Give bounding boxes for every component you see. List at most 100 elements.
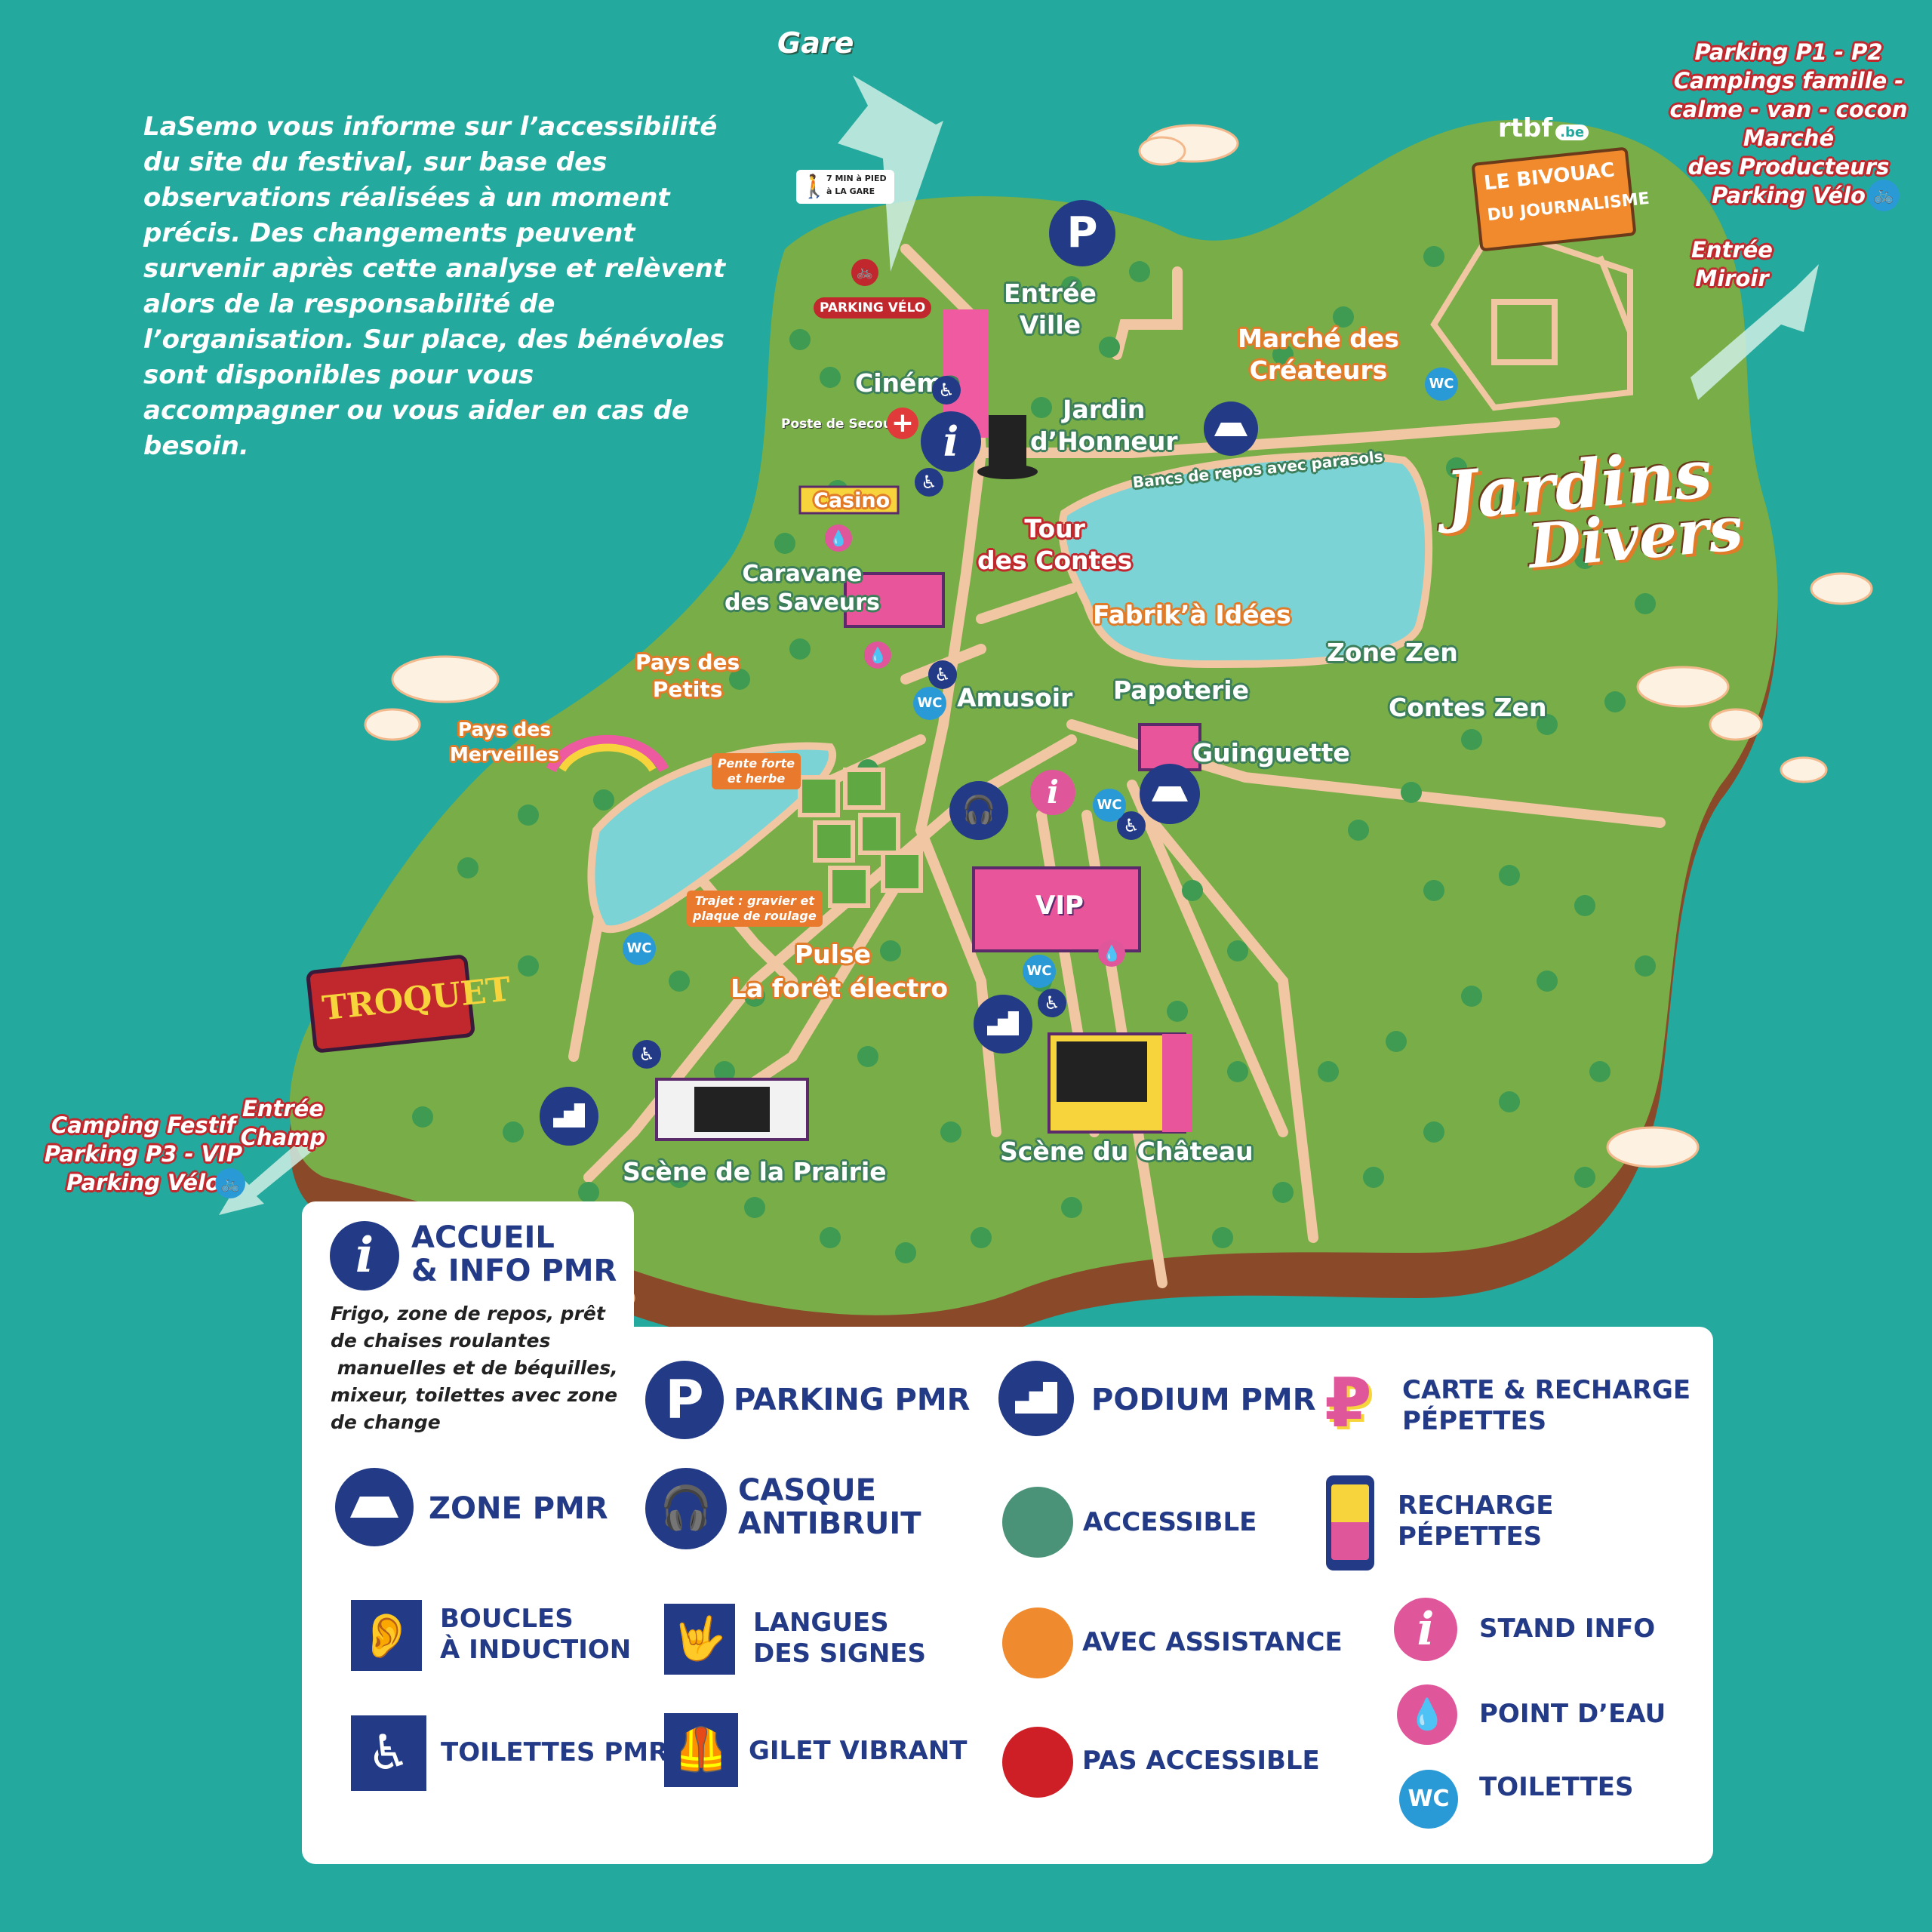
pas-accessible-dot	[1002, 1727, 1073, 1798]
label-line: Jardin	[1063, 395, 1146, 424]
trapezoid-icon	[350, 1497, 398, 1518]
label-pulse[interactable]: Pulse	[795, 940, 872, 969]
label-contes-zen[interactable]: Contes Zen	[1389, 693, 1547, 722]
label-line: des Contes	[977, 546, 1133, 575]
legend-line: ANTIBRUIT	[738, 1506, 921, 1541]
water-drop-icon: 💧	[1397, 1684, 1457, 1745]
podium-pmr-marker[interactable]	[974, 995, 1032, 1054]
accueil-info-icon: i	[330, 1221, 399, 1291]
stand-info-icon: i	[1394, 1598, 1457, 1661]
legend-accueil-title: ACCUEIL& INFO PMR	[411, 1221, 617, 1287]
label-poste-secours[interactable]: Poste de Secours	[781, 417, 906, 432]
toilettes-pmr-marker[interactable]: ♿	[632, 1040, 661, 1069]
legend-line: CASQUE	[738, 1473, 876, 1508]
accueil-pmr-marker[interactable]: i	[921, 411, 981, 472]
point-eau-marker[interactable]: 💧	[864, 641, 891, 669]
top-hat	[989, 415, 1026, 468]
legend-line: PÉPETTES	[1398, 1521, 1543, 1552]
label-line: Créateurs	[1249, 355, 1388, 385]
toilettes-marker[interactable]: WC	[1425, 368, 1458, 401]
toilettes-marker[interactable]: WC	[1023, 955, 1056, 988]
label-parking-velo[interactable]: PARKING VÉLO	[814, 297, 932, 318]
steps-icon	[1015, 1382, 1057, 1414]
toilettes-pmr-marker[interactable]: ♿	[915, 468, 943, 497]
zone-pmr-marker[interactable]	[1140, 764, 1200, 824]
pepettes-icon: ₽	[1324, 1364, 1372, 1443]
steps-icon	[987, 1011, 1019, 1035]
label-line: Pays des	[457, 718, 552, 740]
point-eau-marker[interactable]: 💧	[825, 525, 852, 552]
legend-line: RECHARGE	[1398, 1491, 1554, 1521]
legend-gilet: GILET VIBRANT	[749, 1736, 968, 1766]
label-foret-electro[interactable]: La forêt électro	[731, 974, 949, 1003]
exit-line: Entrée	[242, 1096, 324, 1121]
wheelchair-wc-icon: ♿	[351, 1715, 426, 1791]
label-zone-zen[interactable]: Zone Zen	[1327, 638, 1458, 667]
toilettes-marker[interactable]: WC	[913, 687, 946, 720]
headphones-icon: 🎧	[961, 795, 996, 826]
toilettes-pmr-marker[interactable]: ♿	[928, 660, 957, 689]
podium-pmr-icon	[998, 1361, 1074, 1436]
toilettes-marker[interactable]: WC	[1093, 789, 1126, 822]
pedestrian-icon: 🚶	[800, 174, 829, 200]
legend-zone-pmr: ZONE PMR	[429, 1491, 608, 1526]
casque-antibruit-marker[interactable]: 🎧	[949, 781, 1008, 840]
tag-line: et herbe	[727, 771, 786, 786]
exit-line: Marché	[1743, 125, 1835, 151]
casino-building	[798, 485, 900, 515]
label-amusoir[interactable]: Amusoir	[957, 683, 1073, 712]
exit-entree-champ: Entrée Champ	[238, 1094, 328, 1152]
legend-podium-pmr: PODIUM PMR	[1091, 1383, 1316, 1417]
label-papoterie[interactable]: Papoterie	[1113, 675, 1249, 705]
walk-note-line2: à LA GARE	[826, 186, 875, 196]
zone-pmr-marker[interactable]	[1204, 401, 1258, 456]
legend-stand-info: STAND INFO	[1479, 1614, 1656, 1644]
legend-toilettes-pmr: TOILETTES PMR	[441, 1737, 669, 1767]
toilettes-marker[interactable]: WC	[623, 932, 656, 965]
label-line: d’Honneur	[1030, 426, 1178, 456]
legend-accessible: ACCESSIBLE	[1083, 1507, 1257, 1537]
rtbf-suffix: .be	[1555, 125, 1589, 140]
label-casino[interactable]: Casino	[814, 489, 891, 512]
troquet-logo: TROQUET	[305, 954, 512, 1054]
toilettes-pmr-marker[interactable]: ♿	[932, 376, 961, 405]
legend-avec-assistance: AVEC ASSISTANCE	[1082, 1627, 1343, 1657]
label-vip[interactable]: VIP	[1035, 891, 1084, 921]
legend-line: DES SIGNES	[753, 1638, 926, 1669]
bicycle-icon: 🚲	[1868, 180, 1900, 211]
phone-recharge-icon	[1326, 1475, 1374, 1571]
food-truck	[844, 572, 945, 628]
podium-pmr-marker[interactable]	[540, 1087, 598, 1146]
stand-info-marker[interactable]: i	[1030, 770, 1075, 815]
parking-pmr-marker[interactable]: P	[1049, 200, 1115, 266]
sign-language-icon: 🤟	[664, 1604, 735, 1675]
exit-bottom-left-labels: Camping Festif Parking P3 - VIP Parking …	[42, 1111, 245, 1197]
label-guinguette[interactable]: Guinguette	[1192, 738, 1350, 768]
desc-line: de chaises roulantes	[331, 1330, 551, 1352]
exit-line: calme - van - cocon	[1669, 97, 1908, 122]
label-scene-chateau[interactable]: Scène du Château	[1000, 1137, 1254, 1166]
exit-line: Entrée	[1691, 237, 1773, 263]
label-line: Caravane	[742, 561, 863, 587]
legend-line: & INFO PMR	[411, 1254, 617, 1288]
legend-line: CARTE & RECHARGE	[1402, 1375, 1691, 1405]
exit-line: des Producteurs	[1687, 154, 1890, 180]
arrow-champ	[219, 1136, 317, 1215]
exit-line: Parking P1 - P2	[1694, 39, 1883, 65]
point-eau-marker[interactable]: 💧	[1098, 940, 1125, 967]
legend-parking-pmr: PARKING PMR	[734, 1383, 971, 1417]
label-fabrik[interactable]: Fabrik’à Idées	[1093, 600, 1291, 629]
label-scene-prairie[interactable]: Scène de la Prairie	[623, 1157, 887, 1186]
toilettes-pmr-marker[interactable]: ♿	[1038, 989, 1066, 1017]
exit-line: Champ	[240, 1124, 326, 1150]
bivouac-logo: LE BIVOUAC DU JOURNALISME	[1471, 146, 1651, 252]
